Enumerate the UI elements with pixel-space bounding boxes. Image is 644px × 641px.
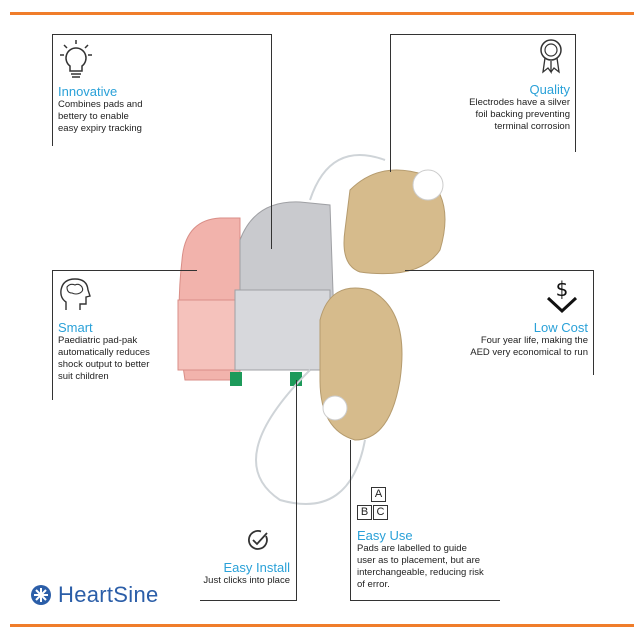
bottom-accent-rule	[10, 624, 634, 627]
quality-leader-line	[390, 34, 576, 35]
pad-pak-illustration	[177, 154, 446, 505]
lightbulb-icon	[58, 38, 94, 82]
smart-line-2: automatically reduces	[58, 347, 150, 358]
smart-leader-line	[52, 270, 197, 271]
quality-leader-line-right	[575, 34, 576, 152]
brand-name: HeartSine	[58, 582, 159, 607]
easy-use-line-2: user as to placement, but are	[357, 555, 481, 566]
brain-head-icon	[58, 276, 92, 312]
innovative-leader-line-left	[52, 34, 53, 146]
innovative-line-3: easy expiry tracking	[58, 123, 142, 134]
smart-line-3: shock output to better	[58, 359, 150, 370]
heartsine-brand: HeartSine	[30, 582, 159, 608]
low-cost-title: Low Cost	[533, 320, 588, 335]
low-cost-line-1: Four year life, making the	[480, 335, 588, 346]
innovative-leader-line	[52, 34, 272, 35]
quality-callout: Quality Electrodes have a silver foil ba…	[430, 82, 570, 133]
smart-line-1: Paediatric pad-pak	[58, 335, 138, 346]
dollar-arrow-icon: $	[545, 276, 579, 314]
label-a: A	[371, 487, 386, 502]
easy-install-title: Easy Install	[223, 560, 290, 575]
quality-leader-line-vertical	[390, 34, 391, 172]
easy-use-line-1: Pads are labelled to guide	[357, 543, 467, 554]
easy-use-line-3: interchangeable, reducing risk	[357, 567, 484, 578]
check-circle-icon	[246, 528, 270, 552]
award-ribbon-icon	[536, 36, 566, 74]
heartsine-logo-icon	[31, 585, 51, 605]
top-accent-rule	[10, 12, 634, 15]
quality-line-3: terminal corrosion	[494, 121, 571, 132]
easy-use-line-4: of error.	[357, 579, 390, 590]
label-c: C	[373, 505, 388, 520]
smart-callout: Smart Paediatric pad-pak automatically r…	[58, 320, 198, 383]
svg-text:$: $	[556, 277, 569, 301]
label-b: B	[357, 505, 372, 520]
quality-title: Quality	[529, 82, 570, 97]
easy-use-leader-line-bottom	[350, 600, 500, 601]
easy-install-leader-line-bottom	[200, 600, 297, 601]
low-cost-line-2: AED very economical to run	[470, 347, 588, 358]
innovative-line-1: Combines pads and	[58, 99, 143, 110]
easy-install-leader-line	[296, 380, 297, 600]
easy-use-title: Easy Use	[357, 528, 413, 543]
easy-install-line-1: Just clicks into place	[203, 575, 290, 586]
quality-line-2: foil backing preventing	[475, 109, 570, 120]
innovative-title: Innovative	[58, 84, 118, 99]
low-cost-leader-line	[405, 270, 594, 271]
easy-install-callout: Easy Install Just clicks into place	[170, 560, 290, 587]
smart-leader-line-left	[52, 270, 53, 400]
quality-line-1: Electrodes have a silver	[469, 97, 570, 108]
easy-use-callout: Easy Use Pads are labelled to guide user…	[357, 528, 517, 591]
low-cost-callout: Low Cost Four year life, making the AED …	[440, 320, 588, 359]
innovative-leader-line-vertical	[271, 34, 272, 249]
easy-use-leader-line	[350, 440, 351, 600]
innovative-callout: Innovative Combines pads and bettery to …	[58, 84, 208, 135]
smart-title: Smart	[58, 320, 93, 335]
low-cost-leader-line-right	[593, 270, 594, 375]
innovative-line-2: bettery to enable	[58, 111, 129, 122]
smart-line-4: suit children	[58, 371, 109, 382]
